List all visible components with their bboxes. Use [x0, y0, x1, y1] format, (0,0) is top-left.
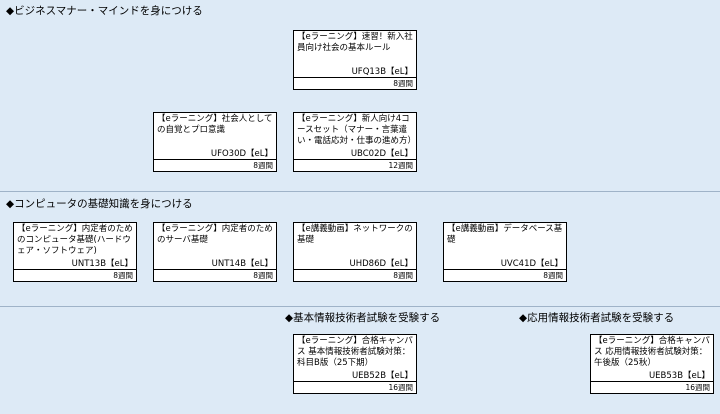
course-code: UEB53B【eL】: [648, 371, 710, 381]
course-duration: 8週間: [543, 271, 563, 280]
card-divider: [294, 381, 416, 382]
course-title: 【eラーニング】内定者のためのコンピュータ基礎(ハードウェア・ソフトウェア): [17, 224, 133, 256]
course-card-ufq13b[interactable]: 【eラーニング】速習！新入社員向け社会の基本ルール UFQ13B【eL】 8週間: [293, 30, 417, 90]
section-divider: [0, 191, 720, 192]
course-code: UEB52B【eL】: [351, 371, 413, 381]
course-card-ueb53b[interactable]: 【eラーニング】合格キャンパス 応用情報技術者試験対策：午後版（25秋） UEB…: [590, 334, 714, 394]
course-title: 【e講義動画】ネットワークの基礎: [297, 224, 413, 245]
card-divider: [444, 269, 566, 270]
course-title: 【e講義動画】データベース基礎: [447, 224, 563, 245]
course-title: 【eラーニング】新人向け4コースセット（マナー・言葉遣い・電話応対・仕事の進め方…: [297, 114, 417, 146]
course-title: 【eラーニング】合格キャンパス 基本情報技術者試験対策：科目B版（25下期）: [297, 336, 413, 368]
card-divider: [154, 269, 276, 270]
course-duration: 16週間: [388, 383, 413, 392]
section-heading-business-manners: ◆ビジネスマナー・マインドを身につける: [6, 5, 203, 17]
course-code: UVC41D【eL】: [500, 259, 563, 269]
course-duration: 8週間: [253, 271, 273, 280]
course-duration: 8週間: [393, 79, 413, 88]
course-title: 【eラーニング】速習！新入社員向け社会の基本ルール: [297, 32, 413, 53]
section-heading-ap-exam: ◆応用情報技術者試験を受験する: [519, 312, 675, 324]
course-card-ufo30d[interactable]: 【eラーニング】社会人としての自覚とプロ意識 UFO30D【eL】 8週間: [153, 112, 277, 172]
card-divider: [14, 269, 136, 270]
section-heading-fe-exam: ◆基本情報技術者試験を受験する: [285, 312, 441, 324]
course-card-unt14b[interactable]: 【eラーニング】内定者のためのサーバ基礎 UNT14B【eL】 8週間: [153, 222, 277, 282]
card-divider: [294, 159, 416, 160]
course-code: UNT13B【eL】: [71, 259, 133, 269]
course-duration: 8週間: [253, 161, 273, 170]
course-code: UFQ13B【eL】: [351, 67, 413, 77]
course-card-uvc41d[interactable]: 【e講義動画】データベース基礎 UVC41D【eL】 8週間: [443, 222, 567, 282]
course-duration: 8週間: [113, 271, 133, 280]
course-card-unt13b[interactable]: 【eラーニング】内定者のためのコンピュータ基礎(ハードウェア・ソフトウェア) U…: [13, 222, 137, 282]
course-title: 【eラーニング】社会人としての自覚とプロ意識: [157, 114, 273, 135]
course-code: UBC02D【eL】: [350, 149, 413, 159]
course-duration: 12週間: [388, 161, 413, 170]
course-card-uhd86d[interactable]: 【e講義動画】ネットワークの基礎 UHD86D【eL】 8週間: [293, 222, 417, 282]
course-card-ubc02d[interactable]: 【eラーニング】新人向け4コースセット（マナー・言葉遣い・電話応対・仕事の進め方…: [293, 112, 417, 172]
course-duration: 16週間: [685, 383, 710, 392]
card-divider: [154, 159, 276, 160]
card-divider: [294, 77, 416, 78]
section-heading-computer-basics: ◆コンピュータの基礎知識を身につける: [6, 198, 193, 210]
course-code: UNT14B【eL】: [211, 259, 273, 269]
course-duration: 8週間: [393, 271, 413, 280]
course-code: UFO30D【eL】: [210, 149, 273, 159]
course-code: UHD86D【eL】: [349, 259, 414, 269]
course-title: 【eラーニング】合格キャンパス 応用情報技術者試験対策：午後版（25秋）: [594, 336, 710, 368]
section-divider: [0, 306, 720, 307]
card-divider: [591, 381, 713, 382]
course-title: 【eラーニング】内定者のためのサーバ基礎: [157, 224, 273, 245]
card-divider: [294, 269, 416, 270]
course-card-ueb52b[interactable]: 【eラーニング】合格キャンパス 基本情報技術者試験対策：科目B版（25下期） U…: [293, 334, 417, 394]
